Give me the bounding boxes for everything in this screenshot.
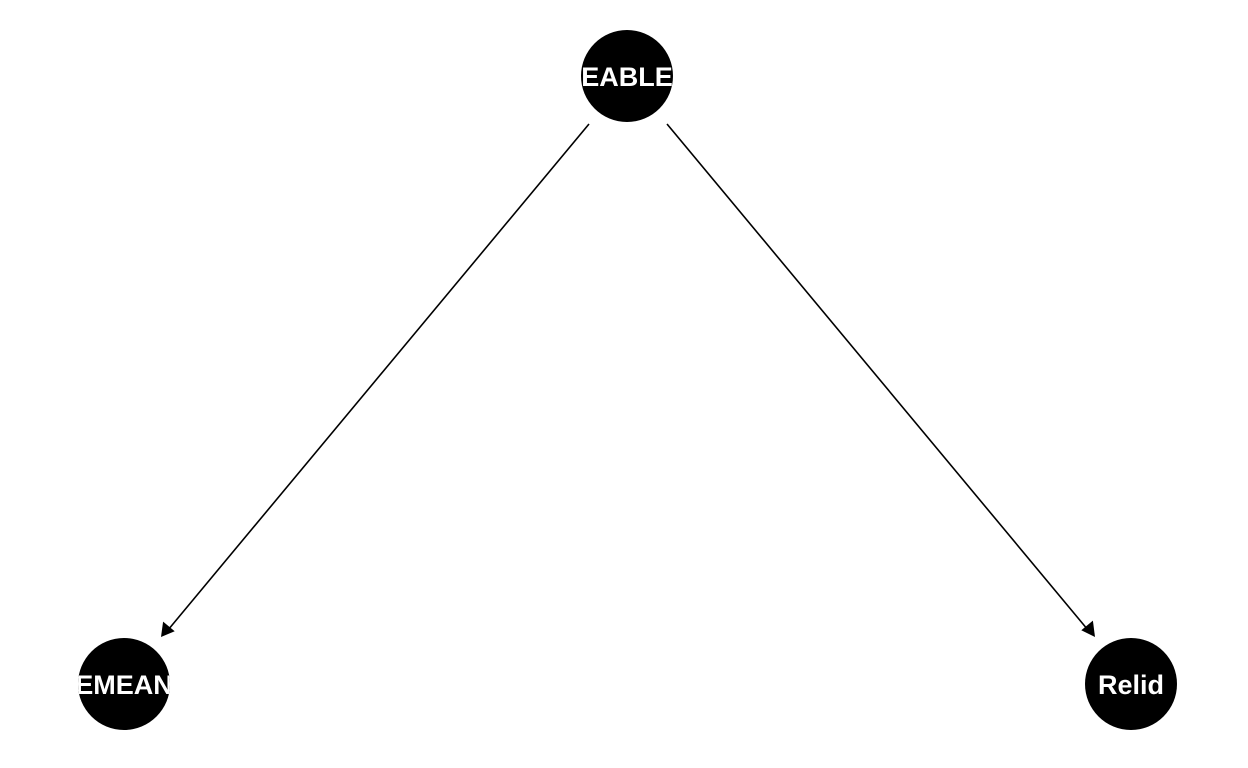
node-circle [78, 638, 170, 730]
node-label: EABLE [581, 62, 673, 92]
edge-line [666, 123, 1089, 631]
edge-line [167, 123, 590, 631]
arrowhead [1081, 620, 1095, 637]
node-left[interactable]: EMEAN [75, 638, 173, 730]
node-right[interactable]: Relid [1085, 638, 1177, 730]
edge-top-to-left [161, 123, 590, 637]
node-top[interactable]: EABLE [581, 30, 673, 122]
arrowhead [161, 621, 175, 637]
node-circle [581, 30, 673, 122]
node-label: Relid [1098, 670, 1164, 700]
node-circle [1085, 638, 1177, 730]
edge-top-to-right [666, 123, 1095, 637]
node-label: EMEAN [75, 670, 173, 700]
